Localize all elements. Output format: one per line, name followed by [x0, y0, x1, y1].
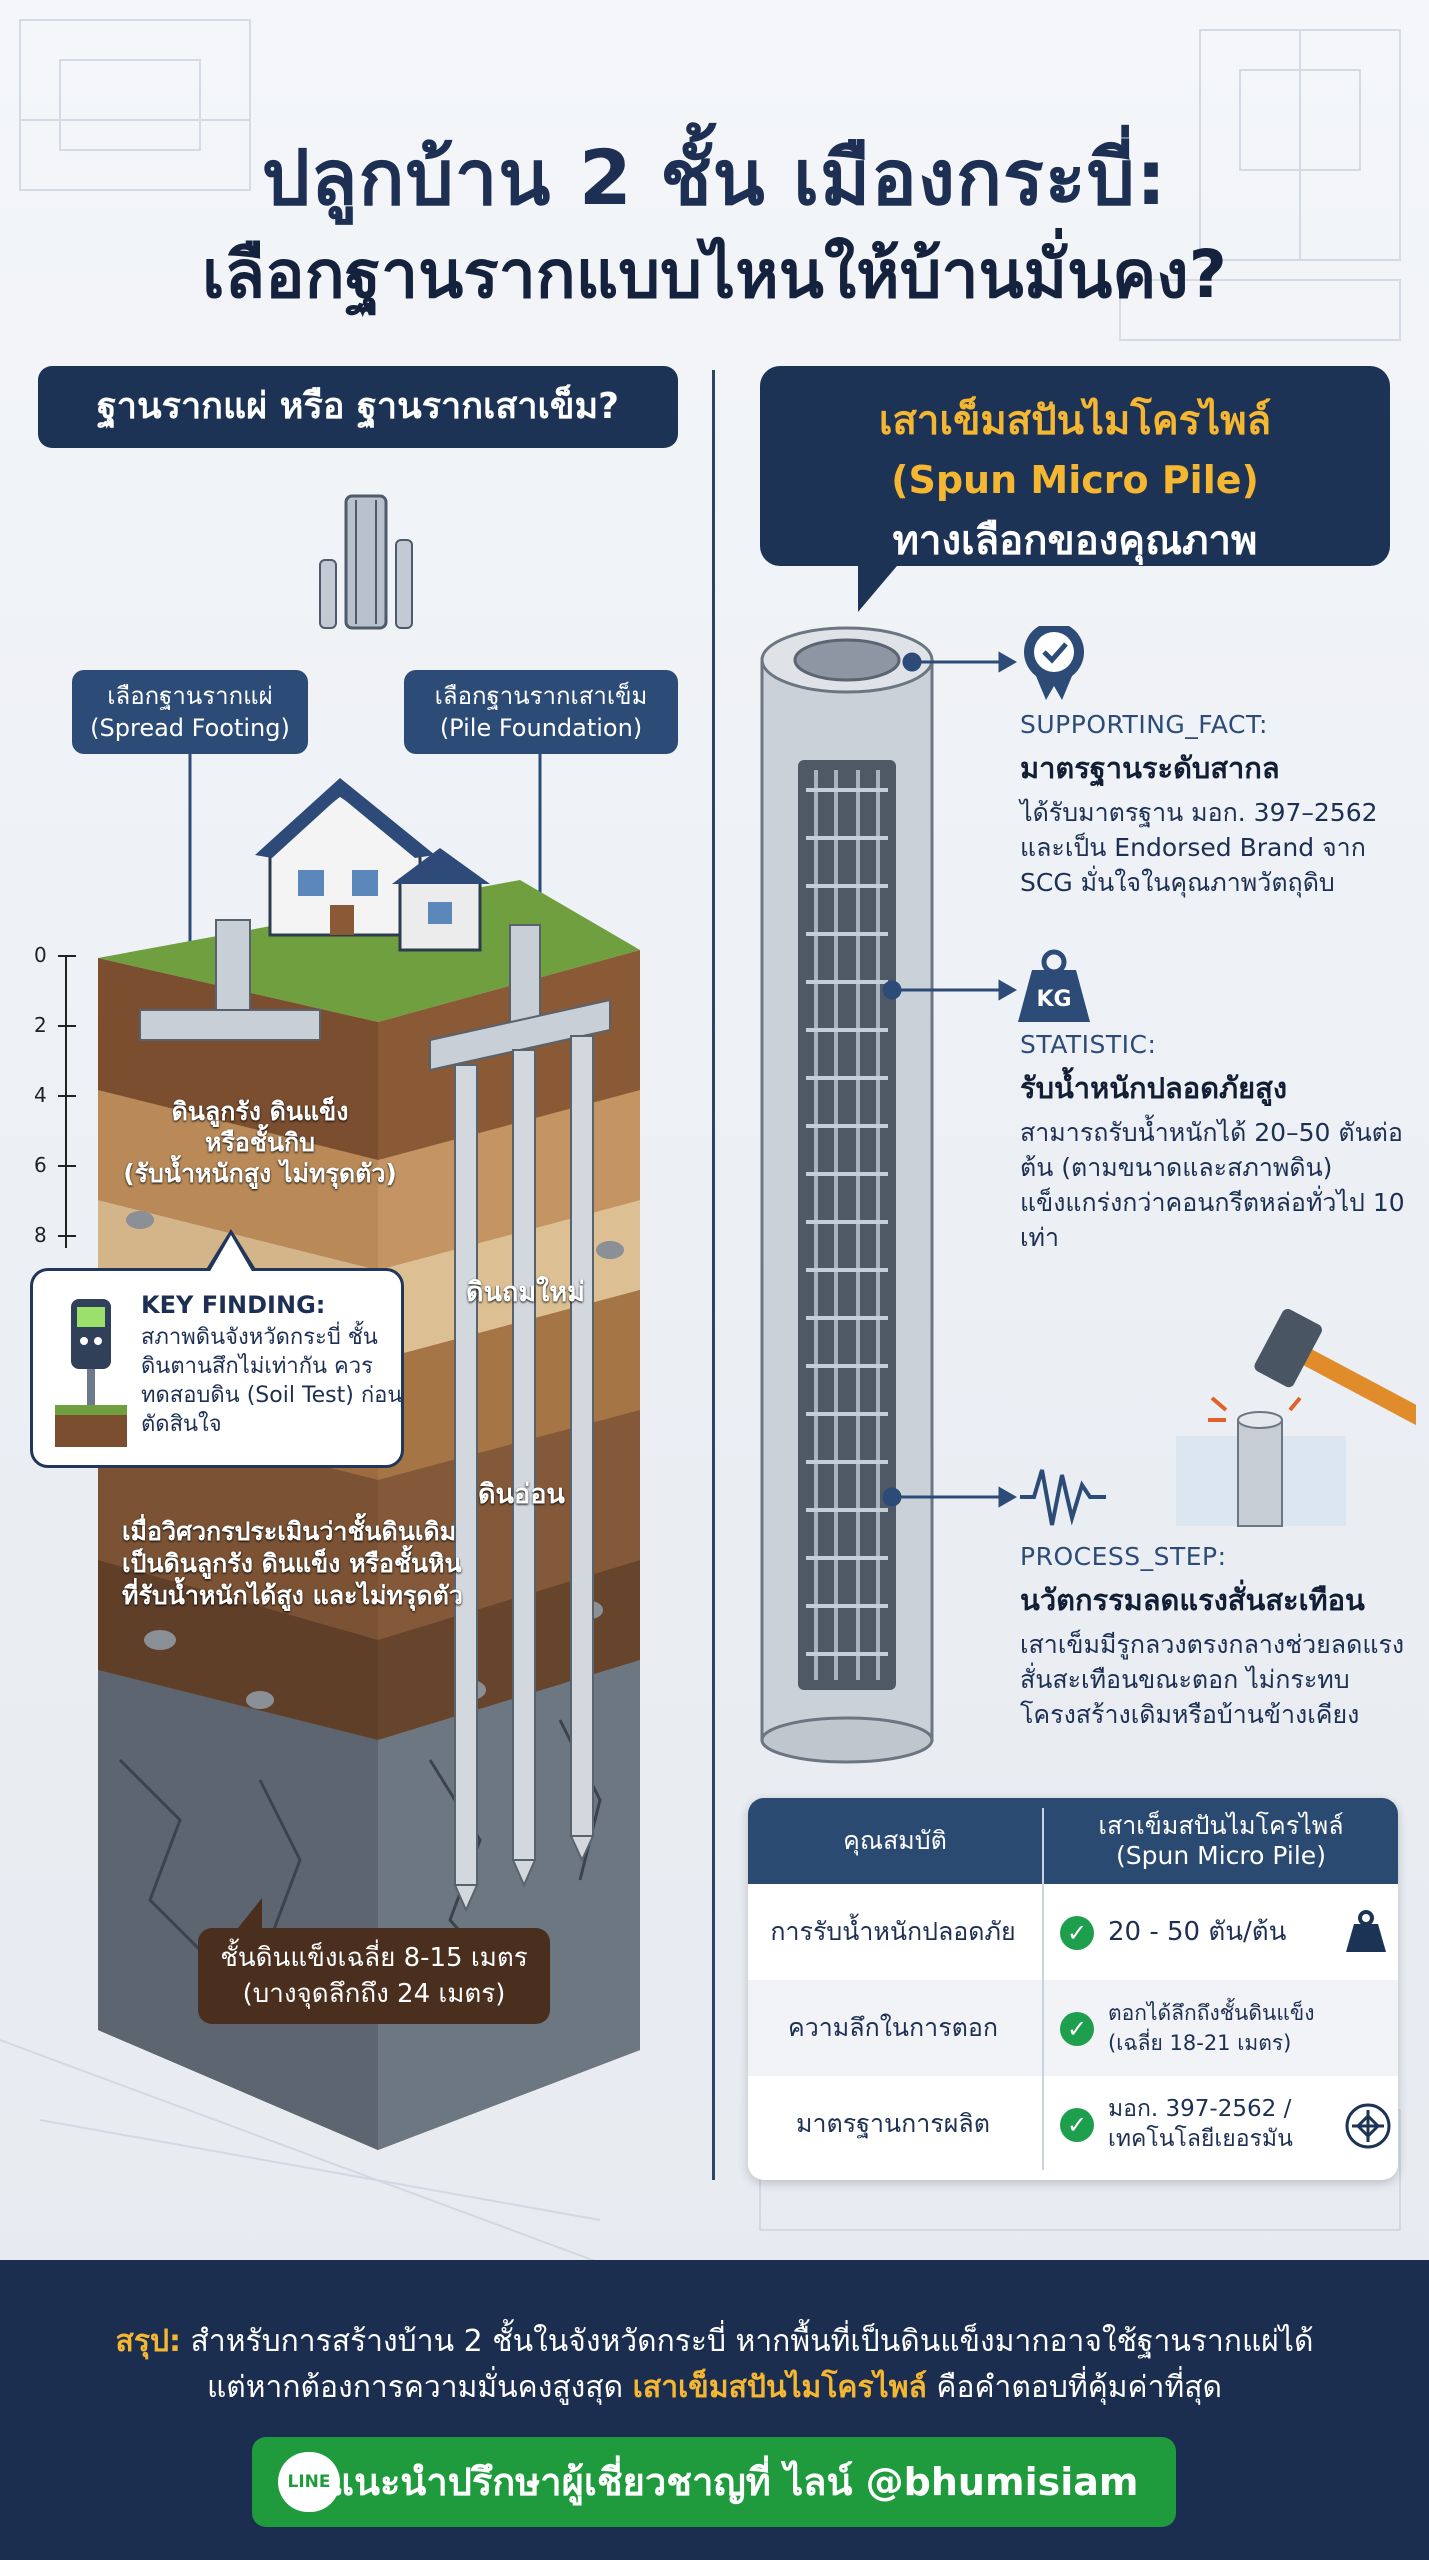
table-cell-property: ความลึกในการตอก — [787, 2013, 999, 2042]
comparison-table: คุณสมบัติ เสาเข็มสปันไมโครไพล์ (Spun Mic… — [748, 1798, 1398, 2180]
depth-callout-line2: (บางจุดลึกถึง 24 เมตร) — [242, 1979, 506, 2009]
fact-body: เสาเข็มมีรูกลวงตรงกลางช่วยลดแรงสั่นสะเทื… — [1020, 1630, 1405, 1729]
badge-check-icon — [1024, 626, 1084, 700]
fact-title: นวัตกรรมลดแรงสั่นสะเทือน — [1020, 1583, 1365, 1617]
pile-foundation-tag: เลือกฐานรากเสาเข็ม (Pile Foundation) — [404, 670, 678, 754]
table-cell-property: การรับน้ำหนักปลอดภัย — [770, 1917, 1016, 1946]
table-divider — [1042, 1808, 1044, 2170]
soil-note: เมื่อวิศวกรประเมินว่าชั้นดินเดิมเป็นดินล… — [122, 1517, 463, 1610]
hard-soil-line2: หรือชั้นกิบ — [205, 1128, 315, 1157]
table-header: คุณสมบัติ เสาเข็มสปันไมโครไพล์ (Spun Mic… — [748, 1798, 1398, 1884]
new-fill-soil-label: ดินถมใหม่ — [466, 1277, 585, 1308]
depth-tick-label: 6 — [34, 1153, 47, 1177]
speech-tail — [858, 560, 902, 612]
fact-label: PROCESS_STEP: — [1020, 1542, 1227, 1571]
check-icon: ✓ — [1060, 1916, 1094, 1950]
hammer-pile-icon — [1176, 1308, 1416, 1527]
table-cell-property: มาตรฐานการผลิต — [796, 2109, 990, 2138]
spun-micro-pile-illustration: KG — [760, 626, 1416, 1764]
depth-tick-label: 0 — [34, 943, 47, 967]
summary-text2-pre: แต่หากต้องการความมั่นคงสูงสุด — [206, 2370, 633, 2405]
key-finding-callout: KEY FINDING: สภาพดินจังหวัดกระบี่ ชั้นดิ… — [30, 1229, 404, 1468]
spread-footing-tag-line1: เลือกฐานรากแผ่ — [107, 682, 273, 710]
fact-label: SUPPORTING_FACT: — [1020, 710, 1268, 739]
fact-body: ได้รับมาตรฐาน มอก. 397–2562 และเป็น Endo… — [1020, 798, 1378, 897]
fact-title: รับน้ำหนักปลอดภัยสูง — [1020, 1071, 1287, 1105]
page-subtitle: เลือกฐานรากแบบไหนให้บ้านมั่นคง? — [202, 236, 1227, 313]
right-heading-line2: (Spun Micro Pile) — [891, 458, 1259, 502]
soil-test-meter-icon — [55, 1299, 127, 1447]
key-finding-body: สภาพดินจังหวัดกระบี่ ชั้นดินตานสึกไม่เท่… — [141, 1325, 403, 1437]
process-step-fact: PROCESS_STEP: นวัตกรรมลดแรงสั่นสะเทือน เ… — [1020, 1542, 1420, 1732]
line-logo-icon: LINE — [278, 2452, 340, 2512]
check-icon: ✓ — [1060, 2108, 1094, 2142]
hard-soil-label: ดินลูกรัง ดินแข็ง หรือชั้นกิบ (รับน้ำหนั… — [100, 1096, 420, 1189]
pile-foundation-tag-line2: (Pile Foundation) — [439, 714, 643, 742]
table-cell-value: 20 - 50 ตัน/ต้น — [1108, 1917, 1287, 1947]
table-header-cell: เสาเข็มสปันไมโครไพล์ (Spun Micro Pile) — [1098, 1811, 1344, 1870]
supporting-fact: SUPPORTING_FACT: มาตรฐานระดับสากล ได้รับ… — [1020, 710, 1420, 900]
spread-footing-tag: เลือกฐานรากแผ่ (Spread Footing) — [72, 670, 308, 754]
standard-seal-icon — [1345, 2103, 1391, 2149]
pile-foundation-tag-line1: เลือกฐานรากเสาเข็ม — [434, 682, 648, 710]
right-heading: เสาเข็มสปันไมโครไพล์ (Spun Micro Pile) ท… — [760, 366, 1390, 566]
page-title: ปลูกบ้าน 2 ชั้น เมืองกระบี่: — [261, 133, 1168, 222]
depth-tick-label: 4 — [34, 1083, 47, 1107]
fact-body: สามารถรับน้ำหนักได้ 20–50 ตันต่อต้น (ตาม… — [1020, 1118, 1405, 1252]
weight-icon — [1346, 1910, 1386, 1952]
house-illustration — [255, 778, 490, 952]
depth-tick-label: 2 — [34, 1013, 47, 1037]
table-row: ความลึกในการตอก ✓ ตอกได้ลึกถึงชั้นดินแข็… — [748, 1980, 1398, 2076]
fact-title: มาตรฐานระดับสากล — [1020, 751, 1280, 785]
table-row: มาตรฐานการผลิต ✓ มอก. 397-2562 / เทคโนโล… — [748, 2076, 1398, 2172]
center-divider — [712, 370, 715, 2180]
kg-weight-icon: KG — [1018, 949, 1090, 1022]
table-cell-value: มอก. 397-2562 / เทคโนโลยีเยอรมัน — [1108, 2096, 1293, 2152]
soft-soil-label: ดินอ่อน — [478, 1479, 565, 1510]
left-heading: ฐานรากแผ่ หรือ ฐานรากเสาเข็ม? — [38, 366, 678, 448]
pile-foundation — [429, 924, 611, 1913]
summary-highlight: เสาเข็มสปันไมโครไพล์ — [632, 2370, 927, 2405]
spread-footing — [139, 919, 321, 1041]
hard-soil-line3: (รับน้ำหนักสูง ไม่ทรุดตัว) — [123, 1159, 397, 1188]
hard-soil-line1: ดินลูกรัง ดินแข็ง — [171, 1097, 349, 1126]
check-icon: ✓ — [1060, 2012, 1094, 2046]
summary-text1: สำหรับการสร้างบ้าน 2 ชั้นในจังหวัดกระบี่… — [181, 2324, 1314, 2359]
summary-text2-post: คือคำตอบที่คุ้มค่าที่สุด — [926, 2370, 1223, 2405]
right-heading-line3: ทางเลือกของคุณภาพ — [892, 518, 1258, 564]
summary-label: สรุป: — [115, 2324, 182, 2359]
depth-callout: ชั้นดินแข็งเฉลี่ย 8-15 เมตร (บางจุดลึกถึ… — [198, 1898, 550, 2024]
kg-icon-text: KG — [1036, 987, 1071, 1012]
depth-callout-line1: ชั้นดินแข็งเฉลี่ย 8-15 เมตร — [220, 1943, 528, 1973]
table-cell-value: ตอกได้ลึกถึงชั้นดินแข็ง (เฉลี่ย 18-21 เม… — [1108, 2001, 1315, 2055]
key-finding-title: KEY FINDING: — [141, 1291, 326, 1319]
table-header-cell: คุณสมบัติ — [843, 1826, 947, 1855]
summary-line1: สรุป: สำหรับการสร้างบ้าน 2 ชั้นในจังหวัด… — [0, 2318, 1429, 2365]
depth-ruler — [58, 955, 76, 1248]
pile-cluster-icon — [319, 494, 413, 630]
spread-footing-tag-line2: (Spread Footing) — [90, 714, 290, 742]
table-row: การรับน้ำหนักปลอดภัย ✓ 20 - 50 ตัน/ต้น — [748, 1884, 1398, 1980]
statistic-fact: STATISTIC: รับน้ำหนักปลอดภัยสูง สามารถรั… — [1020, 1030, 1420, 1255]
summary-line2: แต่หากต้องการความมั่นคงสูงสุด เสาเข็มสปั… — [0, 2364, 1429, 2411]
depth-tick-label: 8 — [34, 1223, 47, 1247]
line-contact-button[interactable]: แนะนำปรึกษาผู้เชี่ยวชาญที่ ไลน์ @bhumisi… — [252, 2437, 1176, 2527]
right-heading-line1: เสาเข็มสปันไมโครไพล์ — [878, 398, 1272, 444]
fact-label: STATISTIC: — [1020, 1030, 1157, 1059]
vibration-wave-icon — [1020, 1469, 1106, 1526]
